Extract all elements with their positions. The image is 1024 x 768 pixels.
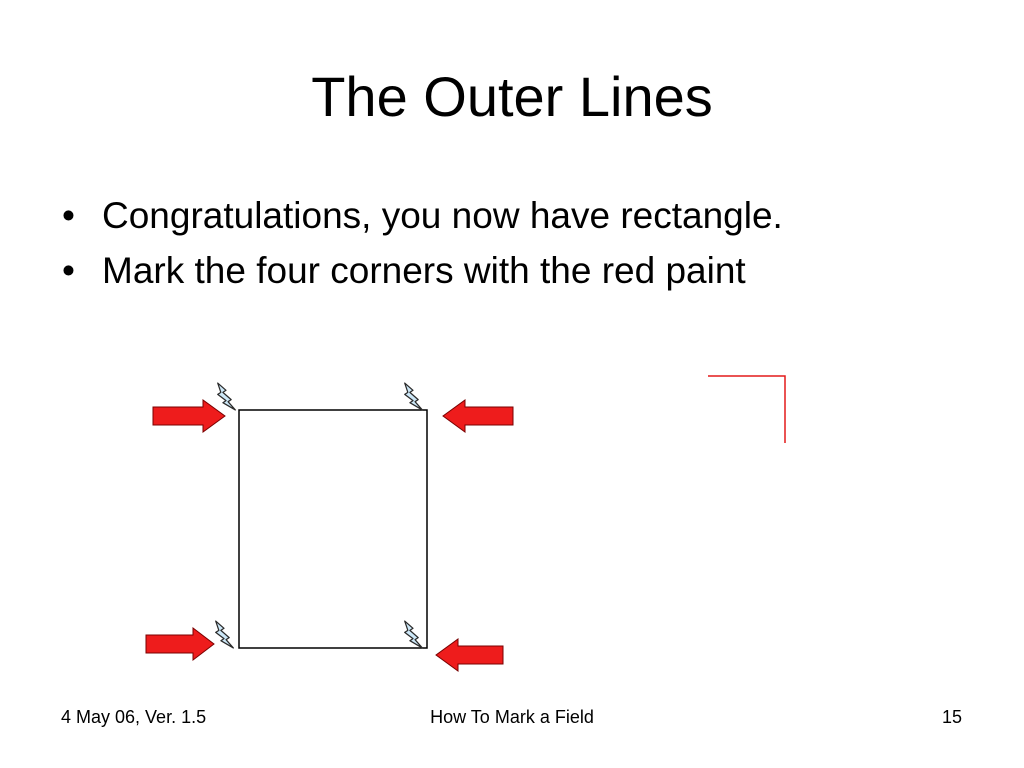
arrow-left-icon	[435, 638, 504, 672]
footer-title: How To Mark a Field	[430, 707, 594, 727]
bullet-text: Mark the four corners with the red paint	[102, 250, 746, 291]
bullet-item: • Congratulations, you now have rectangl…	[58, 188, 988, 243]
slide-title: The Outer Lines	[311, 65, 713, 128]
bullet-dot-icon: •	[62, 195, 75, 236]
corner-mark	[708, 375, 786, 443]
bullet-item: • Mark the four corners with the red pai…	[58, 243, 988, 298]
lightning-bolt-icon	[403, 382, 424, 411]
footer-date-version: 4 May 06, Ver. 1.5	[61, 707, 207, 727]
bullet-text: Congratulations, you now have rectangle.	[102, 195, 783, 236]
slide-number: 15	[941, 707, 962, 727]
lightning-bolt-icon	[216, 382, 237, 411]
bullet-list: • Congratulations, you now have rectangl…	[58, 188, 988, 298]
field-rectangle	[238, 409, 428, 649]
arrow-right-icon	[152, 399, 226, 433]
arrow-left-icon	[442, 399, 514, 433]
lightning-bolt-icon	[214, 620, 235, 649]
lightning-bolt-icon	[403, 620, 424, 649]
arrow-right-icon	[145, 626, 215, 662]
bullet-dot-icon: •	[62, 250, 75, 291]
